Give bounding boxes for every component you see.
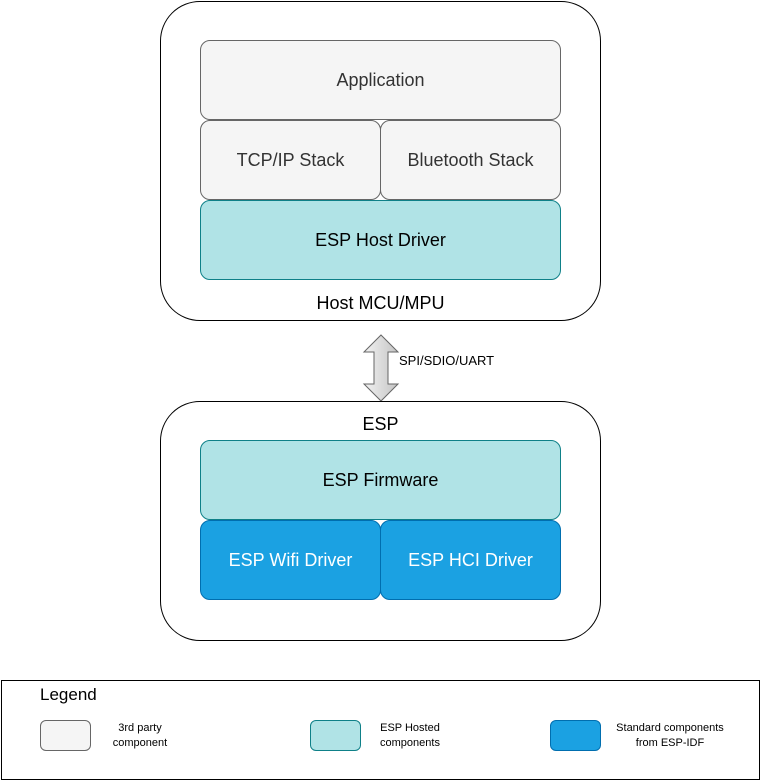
legend-label-esp-idf-line2: from ESP-IDF	[635, 737, 705, 749]
esp-host-driver-block: ESP Host Driver	[200, 200, 561, 280]
host-mcu-label: Host MCU/MPU	[316, 293, 445, 313]
legend-box	[1, 680, 760, 780]
legend-label-3rd-party: 3rd party component	[90, 721, 190, 753]
esp-hci-driver-label: ESP HCI Driver	[408, 549, 533, 570]
double-arrow-icon	[362, 334, 400, 402]
legend-label-esp-hosted-line1: ESP Hosted	[380, 722, 440, 734]
esp-firmware-block: ESP Firmware	[200, 440, 561, 520]
application-label: Application	[336, 69, 425, 90]
legend-label-3rd-party-line1: 3rd party	[118, 722, 162, 734]
interface-label: SPI/SDIO/UART	[399, 353, 495, 368]
esp-hci-driver-block: ESP HCI Driver	[380, 520, 561, 600]
esp-firmware-label: ESP Firmware	[322, 469, 439, 490]
legend-label-esp-idf: Standard components from ESP-IDF	[600, 721, 740, 753]
esp-label: ESP	[362, 414, 399, 434]
legend-label-esp-hosted-line2: components	[380, 737, 440, 749]
application-block: Application	[200, 40, 561, 120]
bluetooth-stack-label: Bluetooth Stack	[407, 149, 534, 170]
tcpip-stack-label: TCP/IP Stack	[236, 149, 345, 170]
legend-label-esp-hosted: ESP Hosted components	[360, 721, 460, 753]
esp-wifi-driver-block: ESP Wifi Driver	[200, 520, 381, 600]
esp-host-driver-label: ESP Host Driver	[315, 229, 446, 250]
bluetooth-stack-block: Bluetooth Stack	[380, 120, 561, 200]
legend-swatch-esp-idf	[550, 720, 601, 751]
legend-swatch-esp-hosted	[310, 720, 361, 751]
legend-title: Legend	[40, 685, 97, 704]
legend-label-esp-idf-line1: Standard components	[616, 722, 724, 734]
esp-wifi-driver-label: ESP Wifi Driver	[228, 549, 353, 570]
tcpip-stack-block: TCP/IP Stack	[200, 120, 381, 200]
legend-label-3rd-party-line2: component	[112, 737, 168, 749]
legend-swatch-3rd-party	[40, 720, 91, 751]
